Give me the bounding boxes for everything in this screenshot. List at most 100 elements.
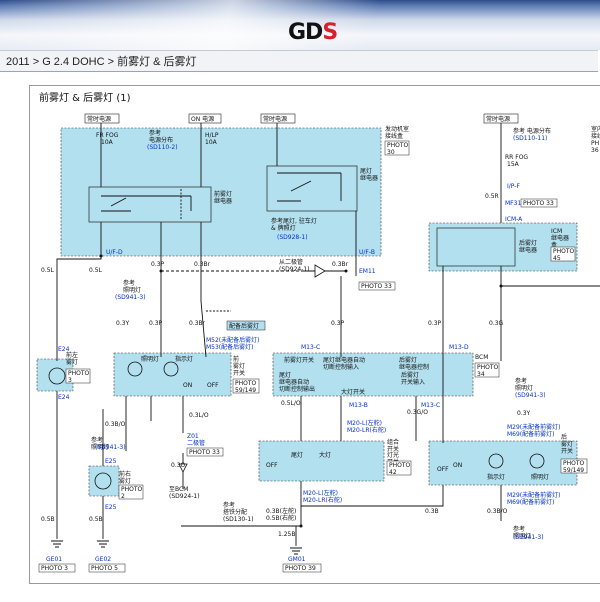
with-rear-label: 配备后雾灯 xyxy=(229,322,259,330)
m29-label-b: M29(未配备前雾灯) xyxy=(507,491,561,499)
ref-light-3: 参考照明灯 xyxy=(515,377,533,392)
wire-03br-a: 0.3Br xyxy=(194,261,211,268)
bcm-rear-sw: 后雾灯开关输入 xyxy=(401,371,425,386)
bcm-head-sw: 大灯开关 xyxy=(341,388,365,396)
ref-power2-label: 参考 电源分布 xyxy=(513,127,551,135)
connector-uf-b: U/F-B xyxy=(359,249,375,256)
fuse-rr-amp: 15A xyxy=(507,161,520,168)
wire-05br: 0.5B(右舵) xyxy=(266,514,296,522)
m13b-label: M13-B xyxy=(349,402,368,409)
rear-off-label: OFF xyxy=(437,466,449,473)
front-fog-relay xyxy=(88,186,212,223)
engine-junction-box xyxy=(60,127,382,257)
diagram-title: 前雾灯 & 后雾灯 (1) xyxy=(39,91,131,104)
engine-box-label: 发动机室接线盒 xyxy=(385,125,409,140)
m69-label-b: M69(配备前雾灯) xyxy=(507,498,555,506)
ref-power2-code[interactable]: (SD110-11) xyxy=(513,135,547,142)
m53-label: M53(配备后雾灯) xyxy=(206,343,254,351)
fuse-fog-amp: 10A xyxy=(101,139,114,146)
m13c-label-b: M13-C xyxy=(421,402,440,409)
front-illum-lamp-icon xyxy=(127,361,143,377)
m13c-label-a: M13-C xyxy=(301,344,320,351)
hot-label-1: 常时电源 xyxy=(87,115,111,123)
wire-03p-b: 0.3P xyxy=(149,320,163,327)
wire-03p-d: 0.3P xyxy=(428,320,442,327)
diode-icon xyxy=(314,264,326,278)
room-box-label: 室内接线PH36 xyxy=(591,125,600,154)
ge01-label: GE01 xyxy=(46,556,62,563)
combo-tail-label: 尾灯 xyxy=(291,451,303,459)
to-bcm-label: 至BCM(SD924-1) xyxy=(169,486,200,500)
wire-05l-b: 0.5L xyxy=(89,267,103,274)
ref-light-2: 参考照明灯 xyxy=(91,436,109,451)
wire-03p-a: 0.3P xyxy=(151,261,165,268)
m29-label: M29(未配备前雾灯) xyxy=(507,423,561,431)
photo33-a[interactable]: PHOTO 33 xyxy=(523,200,554,207)
wiring-diagram: 前雾灯 & 后雾灯 (1) 常时电源 ON 电源 常时电源 常时电源 xyxy=(29,85,600,584)
ref-light-code-2[interactable]: (SD941-3) xyxy=(95,444,126,451)
relay-frames xyxy=(88,165,516,267)
rear-fog-relay xyxy=(436,227,516,267)
photo5[interactable]: PHOTO 5 xyxy=(91,565,118,572)
wire-03bl: 0.3B(左舵) xyxy=(266,507,296,515)
rear-illum-lamp-icon xyxy=(529,453,545,469)
ref-light-code-4[interactable]: (SD941-3) xyxy=(513,534,544,541)
ground-symbols xyxy=(51,540,302,555)
front-fog-switch-box xyxy=(113,352,232,397)
m20r-label: M20-LR(右舵) xyxy=(347,426,386,434)
gm01-label: GM01 xyxy=(288,556,306,563)
right-fog-lamp-box xyxy=(88,465,120,497)
bcm-rear-relay: 后雾灯继电器控制 xyxy=(399,356,429,371)
rear-indicator-lamp-icon xyxy=(488,453,504,469)
junction-dots xyxy=(99,254,503,528)
rear-illum-label: 照明灯 xyxy=(531,473,549,481)
front-on-label: ON xyxy=(183,382,192,389)
bcm-title: BCM xyxy=(475,354,488,361)
m13d-label: M13-D xyxy=(449,344,469,351)
bcm-tail-auto: 尾灯继电器自动切断控制输入 xyxy=(323,356,365,371)
hot-label-2: 常时电源 xyxy=(263,115,287,123)
photo3[interactable]: PHOTO 3 xyxy=(41,565,68,572)
left-fog-lamp-box xyxy=(36,358,74,392)
m52-label: M52(未配备后雾灯) xyxy=(206,336,260,344)
photo39[interactable]: PHOTO 39 xyxy=(285,565,316,572)
front-ind-label: 指示灯 xyxy=(175,355,193,363)
wire-03br-b: 0.3Br xyxy=(332,261,349,268)
bcm-front-sw: 前雾灯开关 xyxy=(284,356,314,364)
from-diode-label: 从二极管(SD924-1) xyxy=(279,258,310,273)
combo-off-label: OFF xyxy=(266,462,278,469)
ref-power-code[interactable]: (SD110-2) xyxy=(147,144,178,151)
wire-05l-a: 0.5L xyxy=(41,267,55,274)
right-fog-label: 前右雾灯 xyxy=(119,470,131,485)
ge02-label: GE02 xyxy=(95,556,111,563)
rear-switch-title: 后雾灯开关 xyxy=(561,433,573,455)
fuse-fog-label: FR FOG xyxy=(96,132,119,139)
m20l-label-b: M20-L(左舵) xyxy=(303,489,338,497)
ground-icon-ge02 xyxy=(97,540,109,548)
ref-tail-code[interactable]: (SD928-1) xyxy=(277,234,308,241)
breadcrumb-text[interactable]: 2011 > G 2.4 DOHC > 前雾灯 & 后雾灯 xyxy=(6,56,197,68)
header-highlight xyxy=(0,0,600,50)
combo-title: 组合开关 xyxy=(387,438,399,453)
app-header: GDS xyxy=(0,0,600,50)
fuse-rr-label: RR FOG xyxy=(505,154,528,161)
ref-light-code-3[interactable]: (SD941-3) xyxy=(515,392,546,399)
connector-uf-d: U/F-D xyxy=(106,249,123,256)
z01-diode-icon xyxy=(178,463,188,473)
photo33-b[interactable]: PHOTO 33 xyxy=(361,283,392,290)
wiring-diagram-canvas: 前雾灯 & 后雾灯 (1) 常时电源 ON 电源 常时电源 常时电源 xyxy=(36,91,600,573)
module-shading xyxy=(36,127,578,497)
wire-03y-b: 0.3Y xyxy=(517,410,531,417)
photo33-c[interactable]: PHOTO 33 xyxy=(189,449,220,456)
e25-label-b: E25 xyxy=(105,504,117,511)
ref-light-code-1[interactable]: (SD941-3) xyxy=(115,294,146,301)
lamp-symbols xyxy=(48,361,545,490)
